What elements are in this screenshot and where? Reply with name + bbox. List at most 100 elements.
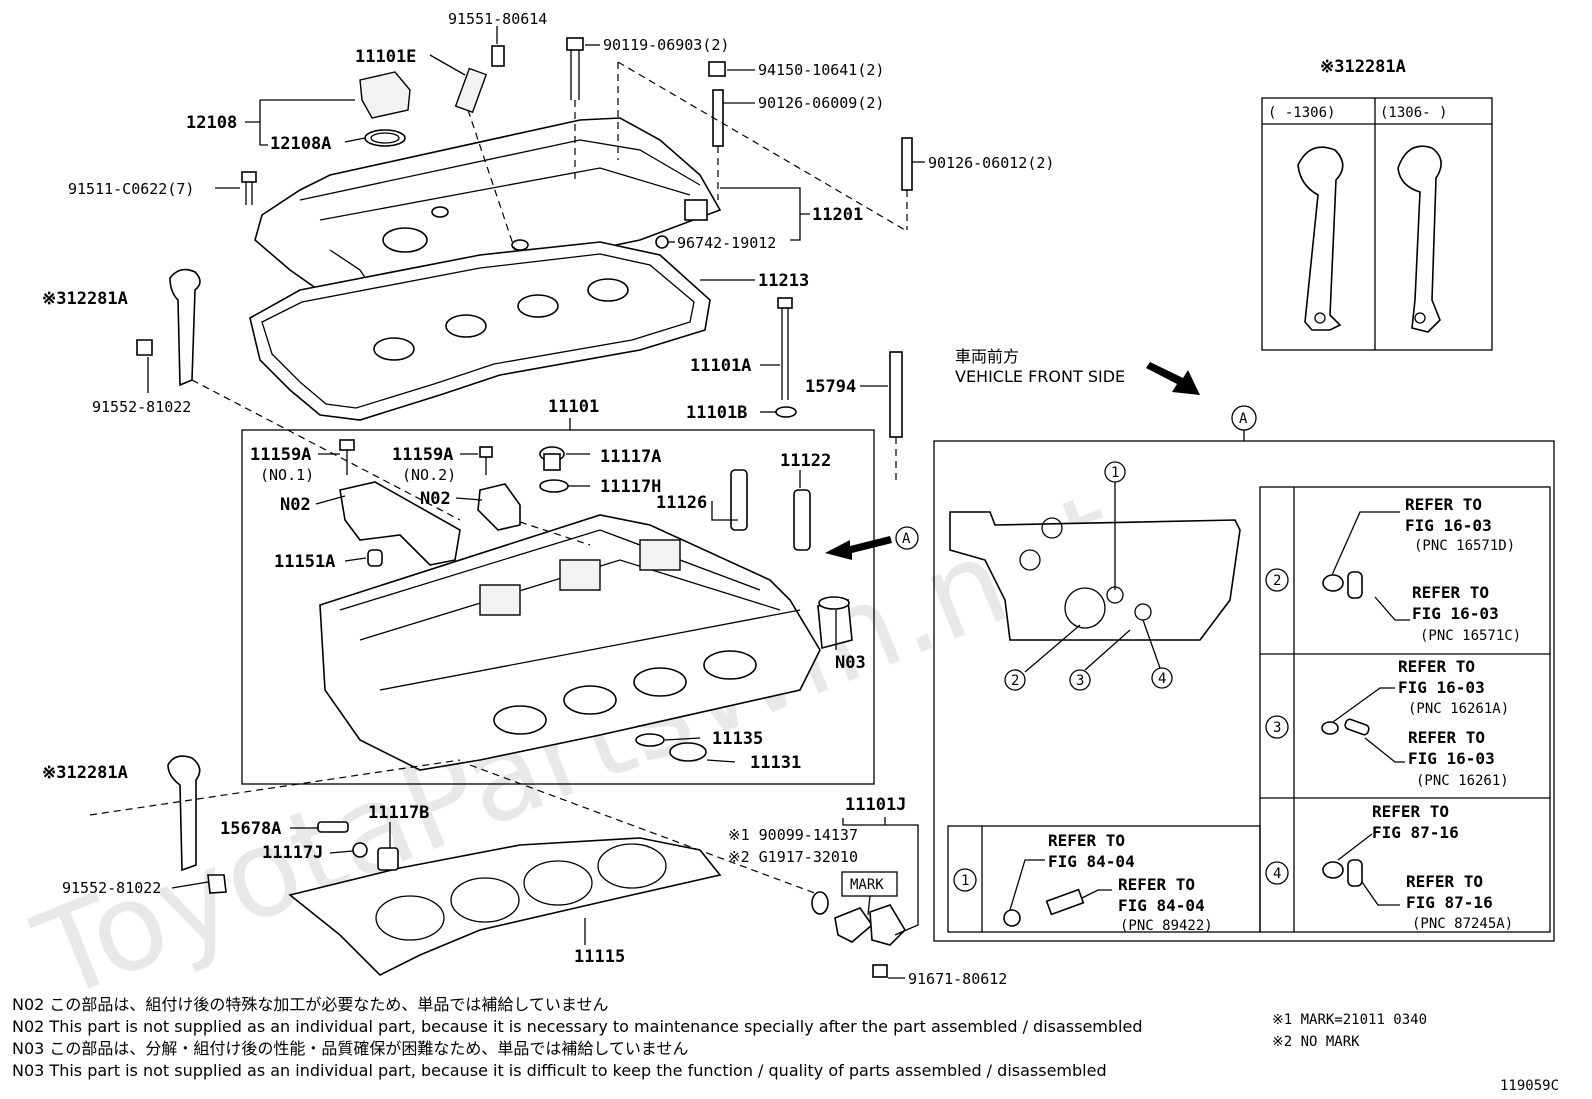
label-91552-81022-bottom: 91552-81022 — [62, 879, 161, 897]
callout-3: 3 — [1076, 673, 1084, 689]
label-11213: 11213 — [758, 271, 809, 291]
note-n03-jp: N03 この部品は、分解・組付け後の性能・品質確保が困難なため、単品では補給して… — [12, 1039, 688, 1058]
label-12281A-top: ※312281A — [42, 289, 128, 309]
label-91551-80614: 91551-80614 — [448, 10, 547, 28]
ref4-a-line1: REFER TO — [1372, 802, 1449, 821]
ref2-a-line2: FIG 16-03 — [1405, 516, 1492, 535]
label-11126: 11126 — [656, 493, 707, 513]
cam-bearing-caps — [339, 439, 569, 567]
callout-A-cylhead: A — [902, 531, 911, 547]
footnote-1: ※1 MARK=21011 0340 — [1272, 1012, 1427, 1028]
inset-12281A-variants — [1261, 97, 1493, 351]
label-11117A: 11117A — [600, 447, 661, 467]
label-11101E: 11101E — [355, 47, 416, 67]
label-91552-81022-top: 91552-81022 — [92, 398, 191, 416]
diagram-id: 119059C — [1500, 1078, 1559, 1094]
inset-A — [933, 362, 1555, 942]
label-11117J: 11117J — [262, 843, 323, 863]
inset-col-before-1306: ( -1306) — [1268, 105, 1335, 121]
label-11115: 11115 — [574, 947, 625, 967]
label-11101B: 11101B — [686, 403, 747, 423]
callout-4: 4 — [1158, 671, 1166, 687]
ref3-a-line2: FIG 16-03 — [1398, 678, 1485, 697]
ref4-b-line1: REFER TO — [1406, 872, 1483, 891]
ref4-b-line2: FIG 87-16 — [1406, 893, 1493, 912]
note-n02-en: N02 This part is not supplied as an indi… — [12, 1017, 1142, 1036]
part-labels: 91551-80614 90119-06903(2) 11101E 94150-… — [42, 10, 1125, 988]
ref4-b-pnc: (PNC 87245A) — [1412, 916, 1513, 932]
label-90126-06012: 90126-06012(2) — [928, 154, 1054, 172]
cylinder-head — [319, 514, 821, 771]
label-11131: 11131 — [750, 753, 801, 773]
leaders-top — [215, 26, 925, 281]
ref1-a-line1: REFER TO — [1048, 831, 1125, 850]
inset-A-labels: A 1 2 3 4 1 REFER TO FIG 84-04 REFER TO … — [961, 411, 1521, 934]
ref2-a-pnc: (PNC 16571D) — [1414, 538, 1515, 554]
bracket-12281A-bottom — [89, 755, 821, 896]
oil-filler-cap — [359, 71, 411, 147]
ref2-b-line1: REFER TO — [1412, 583, 1489, 602]
label-11159A-no1: 11159A — [250, 445, 311, 465]
label-12108A: 12108A — [270, 134, 331, 154]
ref2-a-line1: REFER TO — [1405, 495, 1482, 514]
label-11117B: 11117B — [368, 803, 429, 823]
label-G1917-32010: ※2 G1917-32010 — [728, 848, 858, 866]
callout-2: 2 — [1011, 673, 1019, 689]
inset-12281A-labels: ※312281A ( -1306) (1306- ) — [1268, 57, 1447, 121]
label-90126-06009: 90126-06009(2) — [758, 94, 884, 112]
label-91671-80612: 91671-80612 — [908, 970, 1007, 988]
label-11101J: 11101J — [845, 795, 906, 815]
label-11159A-no2: 11159A — [392, 445, 453, 465]
bracket-12281A-top — [136, 268, 461, 521]
ref4-num: 4 — [1273, 866, 1281, 882]
label-12281A-bottom: ※312281A — [42, 763, 128, 783]
valve-guides-plugs — [519, 297, 903, 762]
ref1-a-line2: FIG 84-04 — [1048, 852, 1135, 871]
inset-12281A-title: ※312281A — [1320, 57, 1406, 77]
label-94150-10641: 94150-10641(2) — [758, 61, 884, 79]
label-15678A: 15678A — [220, 819, 281, 839]
label-11159A-no2-sub: (NO.2) — [402, 466, 456, 484]
label-11101A: 11101A — [690, 356, 751, 376]
ref3-a-pnc: (PNC 16261A) — [1408, 701, 1509, 717]
callout-1: 1 — [1111, 465, 1119, 481]
label-11135: 11135 — [712, 729, 763, 749]
ref3-a-line1: REFER TO — [1398, 657, 1475, 676]
label-11159A-no1-sub: (NO.1) — [260, 466, 314, 484]
inset-A-header: A — [1239, 411, 1248, 427]
vehicle-front-jp: 車両前方 — [955, 347, 1019, 366]
label-91511-C0622: 91511-C0622(7) — [68, 180, 194, 198]
label-N02-a: N02 — [280, 495, 311, 515]
label-96742-19012: 96742-19012 — [677, 234, 776, 252]
valve-cover — [254, 117, 722, 306]
label-11117H: 11117H — [600, 477, 661, 497]
label-11151A: 11151A — [274, 552, 335, 572]
leaders-mid — [315, 364, 888, 763]
note-n03-en: N03 This part is not supplied as an indi… — [12, 1061, 1107, 1080]
ref3-b-line2: FIG 16-03 — [1408, 749, 1495, 768]
front-arrow — [825, 526, 919, 560]
label-90099-14137: ※1 90099-14137 — [728, 826, 858, 844]
ref2-b-pnc: (PNC 16571C) — [1420, 628, 1521, 644]
ref2-b-line2: FIG 16-03 — [1412, 604, 1499, 623]
label-N03: N03 — [835, 653, 866, 673]
lower-plugs — [171, 821, 586, 945]
label-90119-06903: 90119-06903(2) — [603, 36, 729, 54]
ref4-a-line2: FIG 87-16 — [1372, 823, 1459, 842]
label-mark: MARK — [850, 877, 884, 893]
vehicle-front-en: VEHICLE FRONT SIDE — [955, 367, 1125, 386]
note-n02-jp: N02 この部品は、組付け後の特殊な加工が必要なため、単品では補給していません — [12, 995, 608, 1014]
footnote-2: ※2 NO MARK — [1272, 1034, 1360, 1050]
ref3-b-line1: REFER TO — [1408, 728, 1485, 747]
label-11101: 11101 — [548, 397, 599, 417]
label-11122: 11122 — [780, 451, 831, 471]
cylinder-head-box — [241, 429, 875, 785]
bolts-top — [241, 37, 913, 249]
head-gasket — [288, 837, 722, 976]
vehicle-front-arrow — [1146, 362, 1200, 395]
label-11201: 11201 — [812, 205, 863, 225]
ref3-b-pnc: (PNC 16261) — [1416, 773, 1509, 789]
ref1-b-line1: REFER TO — [1118, 875, 1195, 894]
label-15794: 15794 — [805, 377, 856, 397]
